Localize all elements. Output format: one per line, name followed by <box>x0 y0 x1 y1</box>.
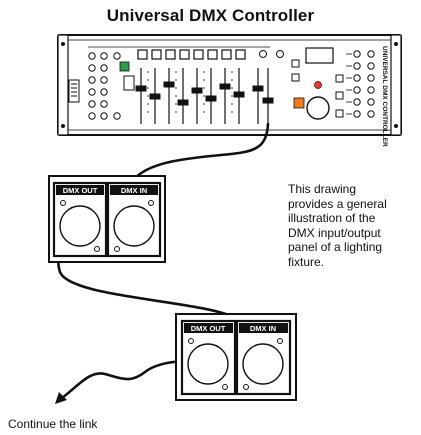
scene-buttons <box>137 49 246 60</box>
caption-line: This drawing <box>288 182 357 196</box>
panel2-out-label: DMX OUT <box>191 324 226 333</box>
controller-side-text: UNIVERSAL DMX CONTROLLER <box>381 46 388 147</box>
dmx-controller: UNIVERSAL DMX CONTROLLER <box>57 34 402 147</box>
function-buttons <box>353 50 375 118</box>
continue-link-label: Continue the link <box>8 417 98 431</box>
caption-line: DMX input/output <box>288 225 381 240</box>
faders <box>135 68 274 124</box>
caption-line: provides a general <box>288 196 387 211</box>
jog-wheel <box>306 96 330 120</box>
indicator-green <box>119 61 130 72</box>
fixture-panel-1: DMX OUT DMX IN <box>48 175 166 263</box>
orange-button <box>293 97 305 109</box>
caption-line: illustration of the <box>288 211 376 225</box>
fixture-panel-2: DMX OUT DMX IN <box>175 313 297 401</box>
rack-ear-left <box>57 34 69 136</box>
panel1-in-label: DMX IN <box>121 186 147 195</box>
panel1-out-label: DMX OUT <box>63 186 98 195</box>
panel2-in-label: DMX IN <box>250 324 276 333</box>
caption-line: fixture. <box>288 254 325 269</box>
led-red <box>314 81 322 89</box>
lcd-display <box>305 47 334 64</box>
illustration-caption: This drawing provides a general illustra… <box>288 182 416 269</box>
rack-ear-right <box>390 34 402 136</box>
left-label-plate <box>68 79 80 103</box>
diagram-title: Universal DMX Controller <box>106 6 315 25</box>
arrow-continue-link <box>55 392 67 404</box>
scanner-buttons <box>88 52 121 120</box>
caption-line: panel of a lighting <box>288 240 383 254</box>
